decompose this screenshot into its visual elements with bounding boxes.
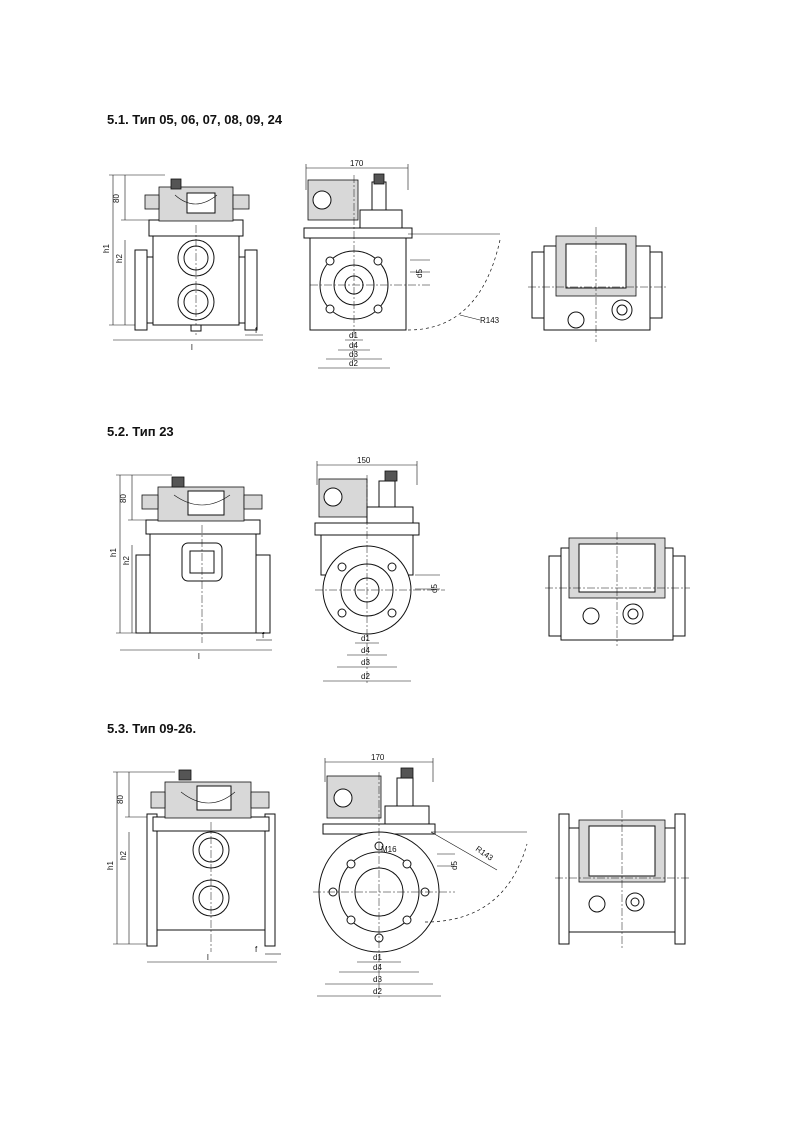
dim-d1-label: d1 — [361, 634, 370, 643]
dim-d5-label: d5 — [450, 861, 459, 870]
dim-h2-label: h2 — [122, 556, 131, 565]
dim-d3-label: d3 — [349, 350, 358, 359]
dim-l-label: l — [191, 343, 193, 352]
top-view-drawing-3 — [555, 810, 690, 948]
dim-f-label: f — [255, 945, 258, 954]
dim-width-label: 170 — [371, 753, 385, 762]
dim-d4-label: d4 — [361, 646, 370, 655]
section-heading-1: 5.1. Тип 05, 06, 07, 08, 09, 24 — [107, 112, 283, 127]
dim-h1-label: h1 — [106, 861, 115, 870]
front-view-drawing-2: 150 d5 d1 d4 d3 d2 — [314, 456, 445, 685]
radius-label: R143 — [474, 844, 495, 863]
dim-h2-label: h2 — [119, 851, 128, 860]
dim-l-label: l — [198, 652, 200, 661]
dim-d4-label: d4 — [373, 963, 382, 972]
thread-label: M16 — [381, 845, 397, 854]
top-view-drawing-1 — [528, 227, 666, 342]
dim-l-label: l — [207, 953, 209, 962]
side-view-drawing-1: 80 h1 h2 l f — [102, 174, 263, 352]
dim-width-label: 170 — [350, 159, 364, 168]
top-view-drawing-2 — [545, 532, 690, 646]
dim-h2-label: h2 — [115, 254, 124, 263]
dim-d2-label: d2 — [361, 672, 370, 681]
dim-d5-label: d5 — [415, 269, 424, 278]
dim-d2-label: d2 — [373, 987, 382, 996]
section-heading-2: 5.2. Тип 23 — [107, 424, 174, 439]
side-view-drawing-3: 80 h1 h2 l f — [106, 769, 281, 963]
dim-d3-label: d3 — [373, 975, 382, 984]
dim-d1-label: d1 — [349, 331, 358, 340]
side-view-drawing-2: 80 h1 h2 l f — [109, 474, 272, 661]
dim-d3-label: d3 — [361, 658, 370, 667]
dim-80-label: 80 — [116, 795, 125, 804]
dim-80-label: 80 — [112, 194, 121, 203]
front-view-drawing-1: 170 R143 d5 d1 d4 d3 d2 — [303, 159, 501, 369]
dim-d5-label: d5 — [430, 584, 439, 593]
front-view-drawing-3: 170 M16 R143 d5 d1 d4 d3 d2 — [313, 753, 528, 998]
dim-f-label: f — [262, 631, 265, 640]
dim-width-label: 150 — [357, 456, 371, 465]
dim-f-label: f — [255, 326, 258, 335]
radius-label: R143 — [480, 316, 500, 325]
dim-h1-label: h1 — [102, 244, 111, 253]
section-heading-3: 5.3. Тип 09-26. — [107, 721, 197, 736]
dim-h1-label: h1 — [109, 548, 118, 557]
dim-80-label: 80 — [119, 494, 128, 503]
dim-d1-label: d1 — [373, 953, 382, 962]
dim-d2-label: d2 — [349, 359, 358, 368]
dim-d4-label: d4 — [349, 341, 358, 350]
